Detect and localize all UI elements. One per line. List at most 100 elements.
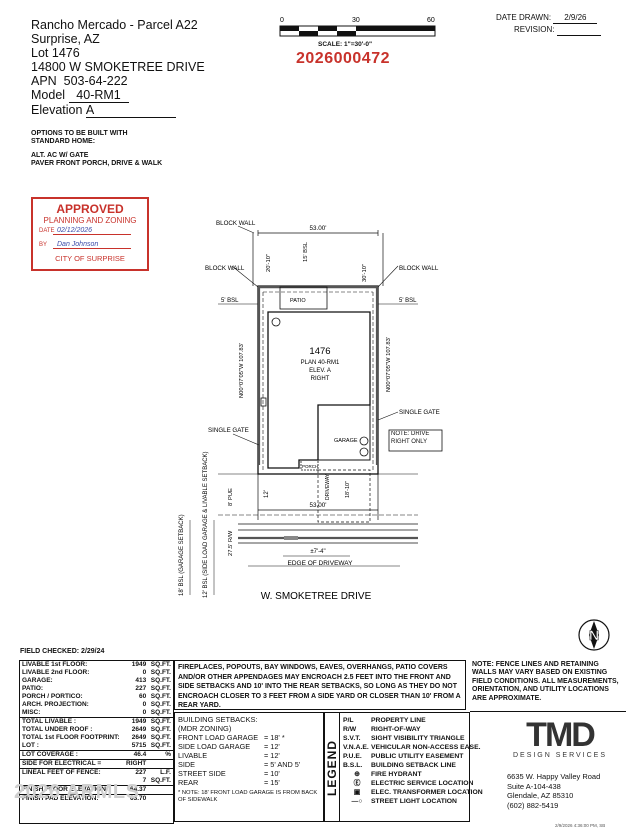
model-value: 40-RM1 bbox=[68, 88, 129, 103]
block-wall-top-label: BLOCK WALL bbox=[216, 220, 256, 227]
date-drawn-value: 2/9/26 bbox=[553, 12, 598, 24]
legend-row: B.S.L.BUILDING SETBACK LINE bbox=[343, 761, 483, 770]
area-label: GARAGE: bbox=[22, 677, 53, 684]
lot-number: 1476 bbox=[51, 46, 80, 60]
setback-row: STREET SIDE = 10' bbox=[178, 769, 320, 778]
watermark: 2026 ARMLS bbox=[14, 781, 140, 803]
porch-outline bbox=[300, 459, 319, 471]
legend-desc: VEHICULAR NON-ACCESS EASE. bbox=[371, 744, 481, 751]
area-unit bbox=[148, 759, 173, 769]
setbacks-zoning: (MDR ZONING) bbox=[178, 724, 232, 733]
area-value: 227 bbox=[135, 685, 147, 692]
hb-icon-garage bbox=[359, 436, 369, 446]
area-value: 0 bbox=[142, 701, 147, 708]
block-wall-right-label: BLOCK WALL bbox=[399, 265, 439, 272]
scale-tick-60: 60 bbox=[427, 17, 435, 24]
transformer-icon: ▣ bbox=[353, 789, 361, 796]
area-row: LOT COVERAGE :46.4% bbox=[20, 750, 173, 760]
driveway-label: DRIVEWAY bbox=[325, 473, 331, 500]
prop-line-right: N00°07'05"W 107.83' bbox=[386, 337, 392, 392]
drive-note-box bbox=[388, 429, 443, 452]
scale-label: SCALE: 1"=30'-0" bbox=[318, 41, 373, 48]
stamp-subtitle: PLANNING AND ZONING bbox=[43, 216, 137, 225]
house-lot-number: 1476 bbox=[309, 346, 330, 357]
area-value: 1949 bbox=[131, 661, 147, 668]
area-unit: SQ.FT. bbox=[150, 709, 171, 716]
single-gate-left: SINGLE GATE bbox=[208, 427, 249, 434]
setback-value: = 10' bbox=[264, 769, 280, 778]
setback-label: LIVABLE bbox=[178, 751, 208, 760]
legend-key: R/W bbox=[343, 726, 357, 733]
house-hand: RIGHT bbox=[311, 376, 330, 382]
rear-left-dim: 20'-10" bbox=[266, 254, 272, 272]
area-unit bbox=[148, 794, 173, 803]
area-label: PORCH / PORTICO: bbox=[22, 693, 83, 700]
area-unit: SQ.FT. bbox=[150, 685, 171, 692]
ac-unit-icon bbox=[260, 397, 267, 407]
area-unit bbox=[148, 785, 173, 795]
area-value: 2649 bbox=[131, 726, 147, 733]
setback-label: STREET SIDE bbox=[178, 769, 226, 778]
area-label: SIDE FOR ELECTRICAL = bbox=[20, 759, 124, 769]
setback-value: = 12' bbox=[264, 751, 280, 760]
area-row: SIDE FOR ELECTRICAL =RIGHT bbox=[20, 759, 173, 769]
dim-7: ±7'-4" bbox=[310, 549, 325, 555]
legend-desc: SIGHT VISIBILITY TRIANGLE bbox=[371, 735, 465, 742]
setbacks-footnote: * NOTE: 18' FRONT LOAD GARAGE IS FROM BA… bbox=[178, 790, 318, 803]
width-top: 53.00' bbox=[310, 225, 327, 232]
single-gate-right: SINGLE GATE bbox=[399, 409, 440, 416]
area-label: LOT COVERAGE : bbox=[20, 750, 124, 760]
setbacks-title: BUILDING SETBACKS: bbox=[178, 715, 258, 724]
area-unit: SQ.FT. bbox=[150, 734, 171, 741]
garage-outline bbox=[317, 404, 371, 461]
stamp-title: APPROVED bbox=[56, 202, 124, 216]
patio-label: PATIO bbox=[290, 298, 306, 304]
company-logo: TMD DESIGN SERVICES bbox=[500, 718, 620, 759]
area-unit: SQ.FT. bbox=[150, 669, 171, 676]
street-light-icon: —○ bbox=[351, 798, 363, 805]
hb-icon bbox=[271, 317, 281, 327]
area-unit: SQ.FT. bbox=[150, 677, 171, 684]
area-label: TOTAL 1st FLOOR FOOTPRINT: bbox=[22, 734, 120, 741]
area-unit: % bbox=[148, 750, 173, 760]
apn-number: 503-64-222 bbox=[63, 74, 128, 88]
area-label: TOTAL LIVABLE : bbox=[20, 717, 124, 726]
stamp-org: CITY OF SURPRISE bbox=[55, 254, 125, 263]
area-value: 1949 bbox=[123, 717, 149, 726]
address: 14800 W SMOKETREE DRIVE bbox=[31, 60, 205, 74]
area-row: FINISH PAD ELEVATION:63.70 bbox=[20, 794, 173, 803]
legend-key: S.V.T. bbox=[343, 735, 361, 742]
dim-18: 18'-10" bbox=[345, 481, 351, 498]
legend-desc: PROPERTY LINE bbox=[371, 717, 426, 724]
legend-row: S.V.T. SIGHT VISIBILITY TRIANGLE bbox=[343, 734, 483, 743]
area-label: PATIO: bbox=[22, 685, 44, 692]
house-elev: ELEV. A bbox=[309, 368, 331, 374]
patio-outline bbox=[279, 286, 328, 310]
elevation-line: Elevation A bbox=[31, 103, 205, 118]
driveway-outline bbox=[317, 469, 371, 523]
setback-row: LIVABLE = 12' bbox=[178, 751, 320, 760]
legend-desc: STREET LIGHT LOCATION bbox=[371, 798, 457, 805]
area-label: TOTAL UNDER ROOF : bbox=[22, 726, 93, 733]
area-label: ARCH. PROJECTION: bbox=[22, 701, 89, 708]
legend-key: P.U.E. bbox=[343, 753, 362, 760]
side-bsl-right: 5' BSL bbox=[399, 298, 417, 304]
north-arrow-icon: N bbox=[578, 619, 610, 651]
legend-key: V.N.A.E. bbox=[343, 744, 369, 751]
setback-label: SIDE bbox=[178, 760, 196, 769]
setback-row: SIDE= 5' AND 5' bbox=[178, 760, 320, 769]
company-address: 6635 W. Happy Valley Road Suite A-104-43… bbox=[507, 772, 601, 810]
scale-tick-0: 0 bbox=[280, 17, 284, 24]
date-drawn-label: DATE DRAWN: bbox=[496, 13, 552, 22]
edge-driveway-label: EDGE OF DRIVEWAY bbox=[287, 560, 353, 567]
area-value: RIGHT bbox=[123, 759, 149, 769]
option-1: ALT. AC W/ GATE bbox=[31, 152, 89, 159]
scale-tick-30: 30 bbox=[352, 17, 360, 24]
legend-title: LEGEND bbox=[325, 740, 339, 797]
